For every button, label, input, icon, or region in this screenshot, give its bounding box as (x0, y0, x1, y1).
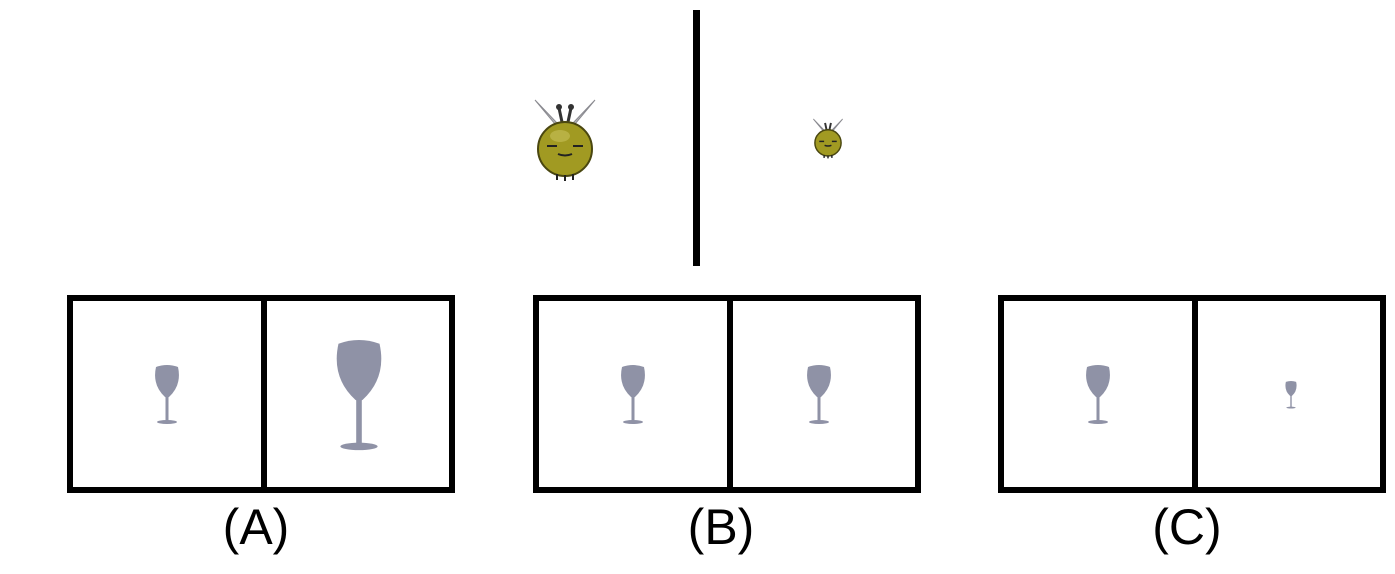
option-b-divider (727, 301, 733, 487)
bee-icon (813, 118, 843, 159)
wine-glass-icon (1086, 365, 1110, 424)
bee-icon (534, 99, 596, 181)
wine-glass-icon (1285, 381, 1297, 409)
wine-glass-icon (155, 365, 179, 424)
wine-glass-icon (807, 365, 831, 424)
wine-glass-icon (336, 340, 382, 451)
option-a-label: (A) (222, 499, 290, 555)
option-a-divider (261, 301, 267, 487)
option-b-label: (B) (687, 499, 755, 555)
wine-glass-icon (621, 365, 645, 424)
option-c-panel[interactable] (998, 295, 1386, 493)
option-c-label: (C) (1152, 499, 1222, 555)
reference-divider (693, 10, 700, 266)
option-c-divider (1192, 301, 1198, 487)
option-a-panel[interactable] (67, 295, 455, 493)
option-b-panel[interactable] (533, 295, 921, 493)
